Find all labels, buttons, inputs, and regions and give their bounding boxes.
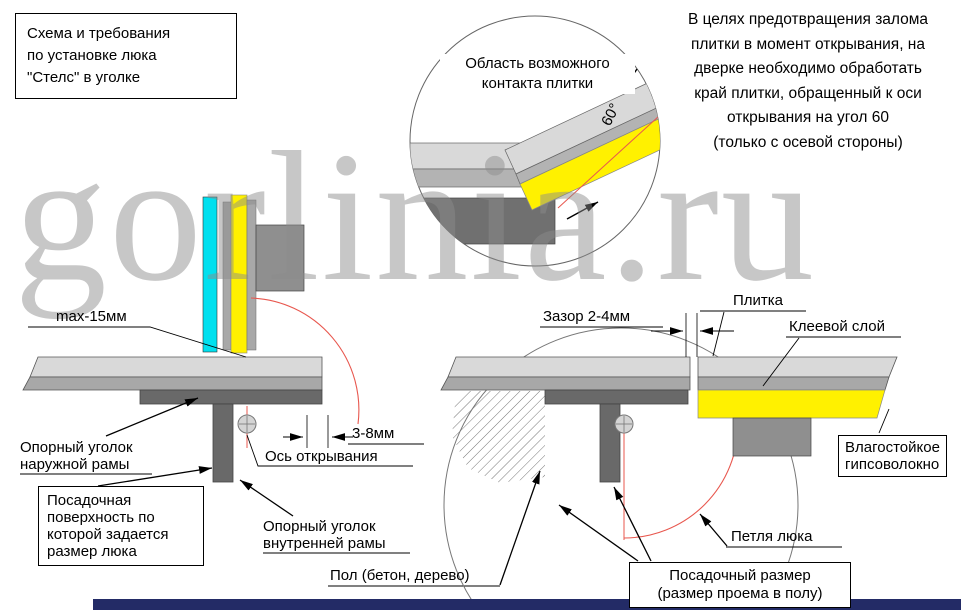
seat-size-arrow-floor xyxy=(558,504,639,562)
seat-surface-line: размер люка xyxy=(47,543,137,560)
seat-surface-label: Посадочная поверхность по которой задает… xyxy=(38,486,204,566)
hinge-arrow xyxy=(699,513,728,547)
right-frame-horizontal-angle xyxy=(544,389,689,405)
inner-angle-label: Опорный уголок внутренней рамы xyxy=(263,518,386,552)
axis-leader xyxy=(246,434,413,467)
seat-surface-arrow xyxy=(97,466,213,487)
outer-angle-line: наружной рамы xyxy=(20,456,130,473)
gap-3-8-label: 3-8мм xyxy=(352,425,395,442)
seat-size-line: (размер проема в полу) xyxy=(657,585,823,602)
note-line: плитки в момент открывания, на xyxy=(690,35,925,53)
title-line: Схема и требования xyxy=(27,25,171,42)
title-line: по установке люка xyxy=(27,47,157,64)
detail-view xyxy=(409,15,661,267)
right-diagram xyxy=(440,310,901,610)
glue-leader xyxy=(762,337,800,387)
note-line: открывания на угол 60 xyxy=(727,109,889,126)
bottom-bar xyxy=(93,599,961,610)
inner-angle-line: Опорный уголок xyxy=(263,518,376,535)
right-frame-vertical-angle xyxy=(599,403,621,483)
seat-surface-line: которой задается xyxy=(47,526,169,543)
door-frame-block xyxy=(255,224,305,292)
hatch-door-tile-layer xyxy=(697,356,898,378)
floor-label: Пол (бетон, дерево) xyxy=(330,567,470,584)
hatch-door-glue-layer xyxy=(697,376,890,391)
tile-label: Плитка xyxy=(733,292,784,309)
title-line: "Стелс" в уголке xyxy=(27,69,141,86)
seat-size-label: Посадочный размер (размер проема в полу) xyxy=(629,562,851,608)
max-offset-label: max-15мм xyxy=(56,308,127,325)
detail-tilted-glue xyxy=(515,103,660,185)
detail-arrow-to-gypsum xyxy=(566,201,599,220)
tile-leader xyxy=(712,311,725,357)
outer-angle-line: Опорный уголок xyxy=(20,439,133,456)
door-glue-strip xyxy=(222,201,232,351)
opening-arc-left xyxy=(250,297,360,425)
door-tile-cyan xyxy=(202,196,218,353)
detail-fixed-glue-layer xyxy=(410,168,531,188)
left-slab-glue-layer xyxy=(22,376,323,391)
opening-axis-label: Ось открывания xyxy=(265,448,378,465)
left-diagram xyxy=(20,194,541,587)
outer-angle-label: Опорный уголок наружной рамы xyxy=(20,439,133,473)
detail-contact-line: контакта плитки xyxy=(481,75,594,92)
seat-size-arrow-frame xyxy=(613,486,652,562)
gypsum-line: Влагостойкое xyxy=(845,439,940,456)
detail-angle-line-bevel xyxy=(557,105,660,209)
right-detail-circle-outline xyxy=(443,327,799,610)
right-slab-glue-layer xyxy=(440,376,691,391)
door-backing-strip xyxy=(246,199,257,351)
hinge-label: Петля люка xyxy=(731,528,813,545)
note-text: В целях предотвращения залома плитки в м… xyxy=(658,8,958,155)
inner-angle-arrow xyxy=(239,479,294,517)
detail-contact-line: Область возможного xyxy=(465,55,610,72)
left-frame-vertical-angle xyxy=(212,403,234,483)
seat-surface-line: Посадочная xyxy=(47,492,132,509)
outer-angle-arrow xyxy=(105,397,199,437)
hatch-door-gypsum-yellow xyxy=(697,389,886,419)
seat-surface-line: поверхность по xyxy=(47,509,155,526)
detail-contact-label: Область возможного контакта плитки xyxy=(440,54,635,94)
left-frame-horizontal-angle xyxy=(139,389,323,405)
seat-size-line: Посадочный размер xyxy=(669,567,811,584)
gypsum-leader xyxy=(878,408,890,434)
note-line: дверке необходимо обработать xyxy=(694,60,922,77)
opening-arc-right xyxy=(623,423,739,539)
gap-2-4-label: Зазор 2-4мм xyxy=(543,308,631,325)
door-gypsum-yellow-vertical xyxy=(230,194,248,354)
note-line: (только с осевой стороны) xyxy=(713,133,903,151)
right-slab-tile-layer xyxy=(447,356,691,378)
floor-arrow xyxy=(499,470,541,586)
glue-layer-label: Клеевой слой xyxy=(789,318,886,335)
title-box: Схема и требования по установке люка "Ст… xyxy=(15,13,237,99)
left-slab-tile-layer xyxy=(29,356,323,378)
gypsum-line: гипсоволокно xyxy=(845,456,940,473)
inner-angle-line: внутренней рамы xyxy=(263,535,386,552)
gypsum-label: Влагостойкое гипсоволокно xyxy=(838,435,947,477)
detail-tilted-gypsum-yellow xyxy=(519,113,660,211)
detail-tilted-tile xyxy=(504,79,660,175)
hatch-door-frame-block xyxy=(732,417,812,457)
max15-leader xyxy=(28,326,247,358)
concrete-floor-hatch xyxy=(452,391,545,483)
note-line: В целях предотвращения залома xyxy=(687,11,929,28)
note-line: край плитки, обращенный к оси xyxy=(694,84,922,102)
